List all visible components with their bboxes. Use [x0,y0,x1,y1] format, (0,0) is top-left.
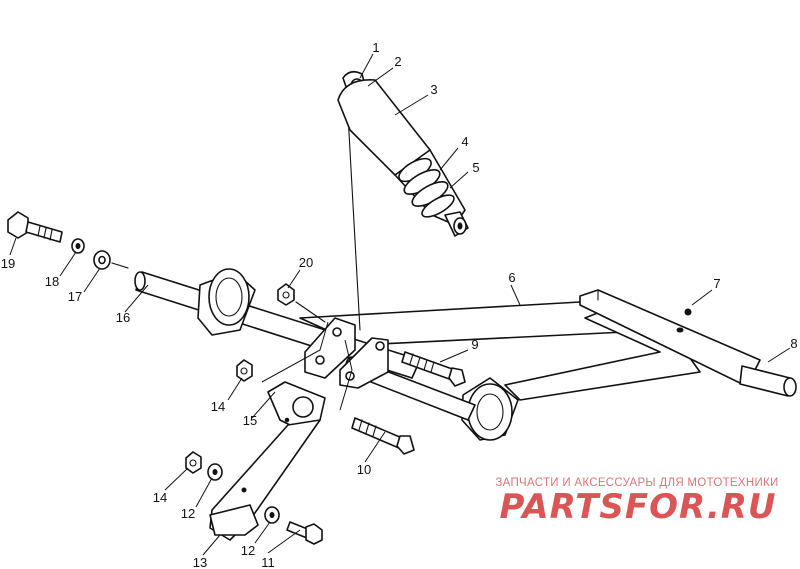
shock-absorber [337,70,469,331]
bolt-10 [351,417,415,455]
watermark-logo: PARTSFOR.RU [499,487,776,527]
swing-arm [299,289,797,401]
washer-18 [71,238,85,254]
callout-12-upper: 12 [181,506,195,521]
bolt-11 [286,521,323,545]
callout-15: 15 [243,413,257,428]
bolt-19 [7,211,63,243]
callout-8: 8 [790,336,797,351]
callout-9: 9 [471,337,478,352]
callout-6: 6 [508,270,515,285]
watermark-tagline: ЗАПЧАСТИ И АКСЕССУАРЫ ДЛЯ МОТОТЕХНИКИ [495,477,778,489]
callout-13: 13 [193,555,207,569]
callout-1: 1 [372,40,379,55]
nut-14-upper [236,359,253,382]
washer-12-lower [264,506,280,524]
nut-20 [277,283,326,323]
nut-14-lower [185,451,202,474]
callout-18: 18 [45,274,59,289]
callout-5: 5 [472,160,479,175]
washer-12-upper [207,463,223,481]
callout-12-lower: 12 [241,543,255,558]
callout-16: 16 [116,310,130,325]
washer-17 [93,250,129,270]
callout-19: 19 [1,256,15,271]
callout-numbers: 1 2 3 4 5 6 7 8 9 10 11 12 12 13 14 14 1… [1,40,798,569]
callout-2: 2 [394,54,401,69]
callout-17: 17 [68,289,82,304]
callout-7: 7 [713,276,720,291]
linkage-plate-15 [267,381,326,431]
leader-lines [9,53,791,556]
callout-11: 11 [261,555,275,569]
mount-brackets [304,317,389,389]
callout-4: 4 [461,134,468,149]
watermark: ЗАПЧАСТИ И АКСЕССУАРЫ ДЛЯ МОТОТЕХНИКИ PA… [495,477,778,527]
callout-3: 3 [430,82,437,97]
callout-10: 10 [357,462,371,477]
callout-14-upper: 14 [211,399,225,414]
bolt-9 [401,351,466,387]
callout-20: 20 [299,255,313,270]
callout-14-lower: 14 [153,490,167,505]
linkage-arm-13 [209,419,321,541]
